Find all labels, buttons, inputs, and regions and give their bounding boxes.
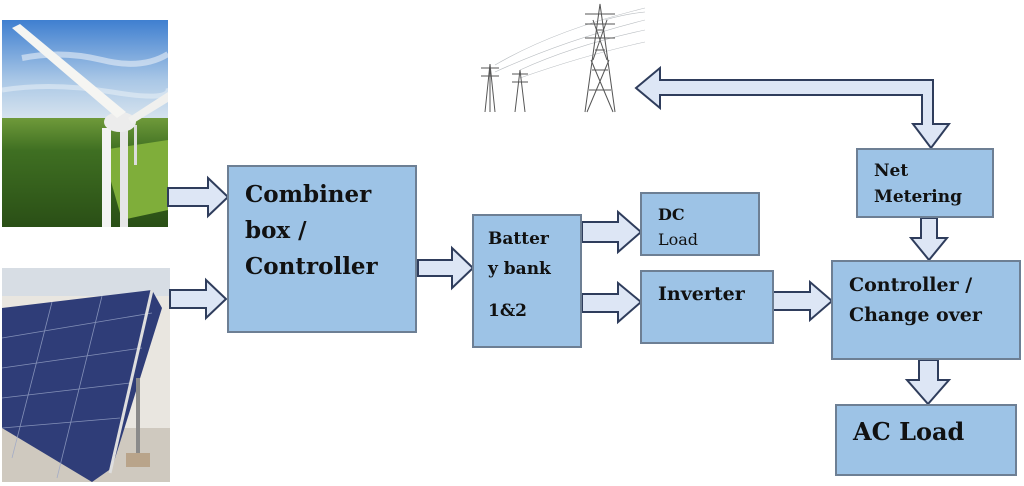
solar-panel-image <box>2 268 170 482</box>
net-metering-block: Net Metering <box>856 148 994 218</box>
block-label: AC Load <box>853 417 965 446</box>
block-label: y bank <box>488 259 551 279</box>
wind-turbine-image <box>2 20 168 227</box>
block-label: Batter <box>488 229 549 249</box>
arrow-wind-to-combiner <box>167 175 230 219</box>
arrow-solar-to-combiner <box>169 277 228 321</box>
block-label: 1&2 <box>488 301 528 321</box>
block-label: Inverter <box>658 283 745 305</box>
transmission-tower-image <box>475 0 645 114</box>
inverter-block: Inverter <box>640 270 774 344</box>
arrow-grid-net-metering <box>634 65 951 150</box>
block-label: Metering <box>874 187 962 207</box>
battery-bank-block: Batter y bank 1&2 <box>472 214 582 348</box>
controller-changeover-block: Controller / Change over <box>831 260 1021 360</box>
combiner-box-controller-block: Combiner box / Controller <box>227 165 417 333</box>
arrow-changeover-to-ac-load <box>904 359 952 406</box>
block-label: Combiner <box>245 181 372 208</box>
block-label: Net <box>874 161 909 181</box>
dc-load-block: DC Load <box>640 192 760 256</box>
block-label: Controller <box>245 253 378 280</box>
arrow-combiner-to-battery <box>417 245 475 291</box>
arrow-net-metering-to-changeover <box>908 217 950 262</box>
block-label: DC <box>658 205 685 224</box>
arrow-battery-to-dc-load <box>581 209 643 255</box>
block-label: Load <box>658 230 699 249</box>
block-label: Controller / <box>849 274 973 296</box>
arrow-inverter-to-changeover <box>772 279 834 323</box>
block-label: box / <box>245 217 307 244</box>
block-label: Change over <box>849 304 982 326</box>
arrow-battery-to-inverter <box>581 280 643 325</box>
ac-load-block: AC Load <box>835 404 1017 476</box>
